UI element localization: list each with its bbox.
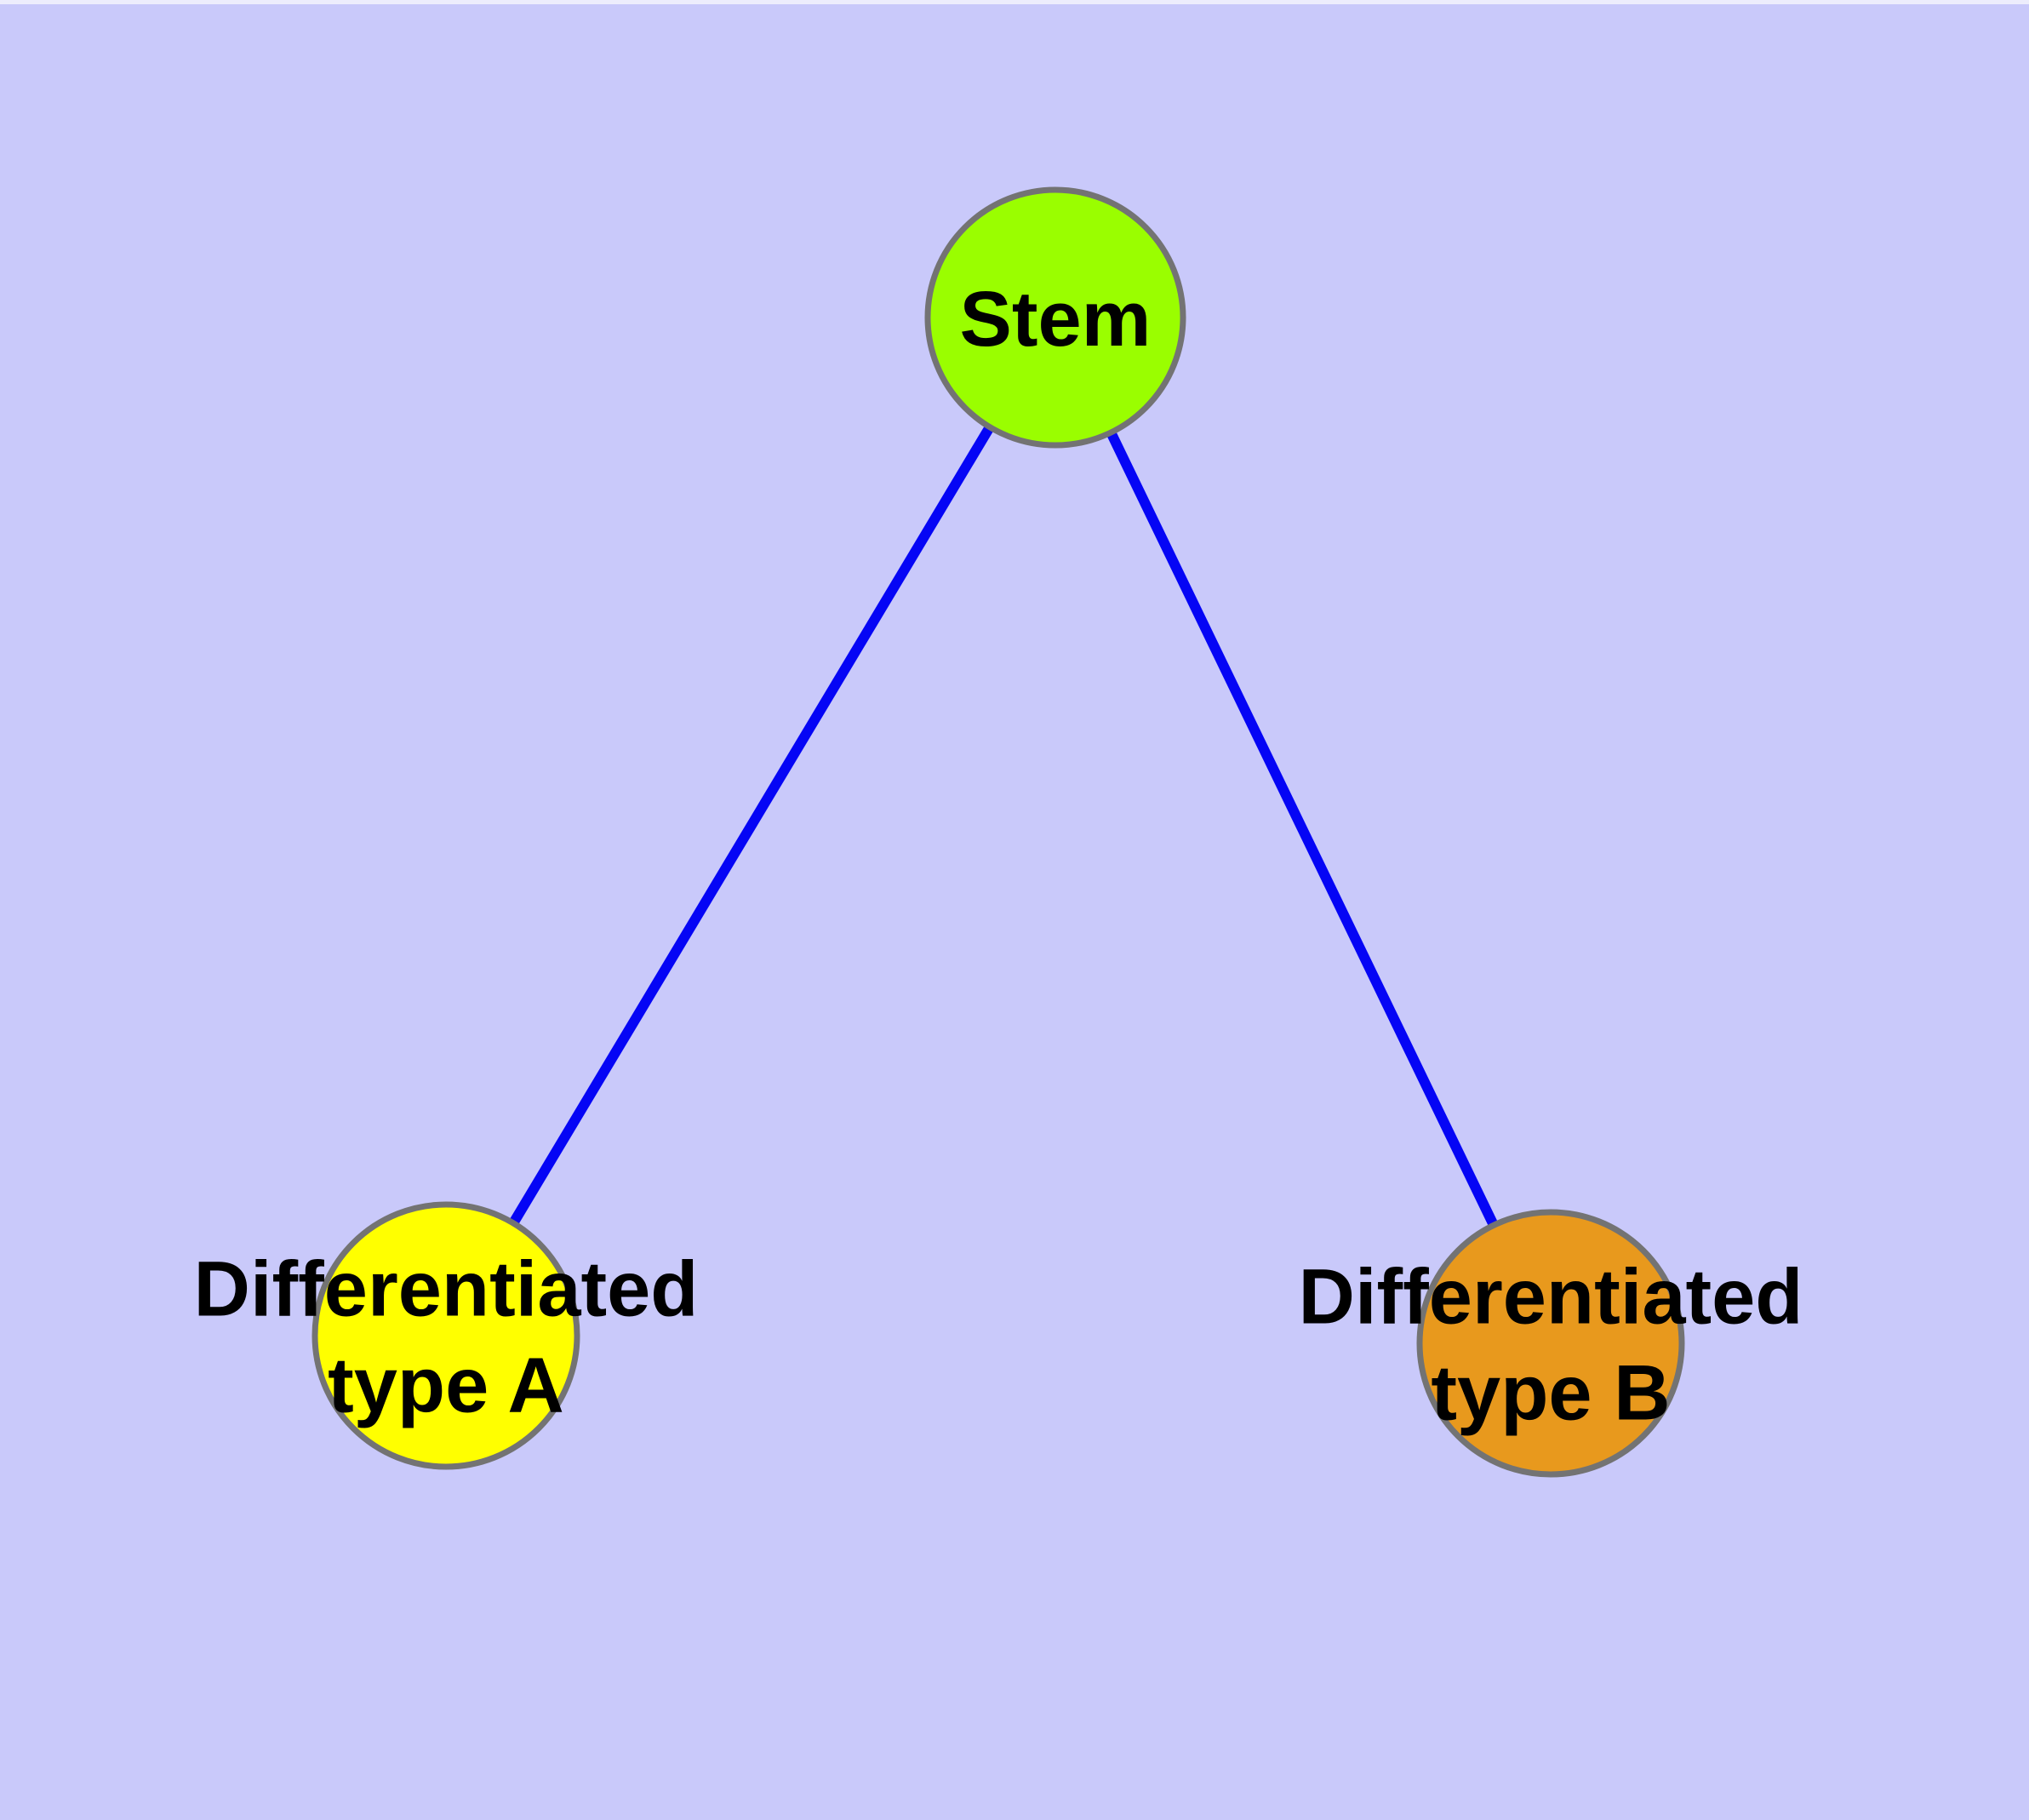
edge-stem-typeB bbox=[1106, 430, 1499, 1228]
node-typeA-circle bbox=[311, 1201, 580, 1470]
node-typeA-label-line-2: type A bbox=[328, 1342, 564, 1429]
node-typeA-label-line-1: Differentiated bbox=[194, 1246, 699, 1333]
edge-stem-typeA bbox=[508, 424, 995, 1226]
node-typeB-label: Differentiated type B bbox=[1299, 1254, 1803, 1437]
node-stem-circle bbox=[924, 186, 1186, 449]
node-stem-label-line-1: Stem bbox=[960, 276, 1152, 363]
edges-layer bbox=[508, 424, 1499, 1228]
node-typeB-label-line-2: type B bbox=[1431, 1350, 1670, 1437]
node-stem-label: Stem bbox=[960, 276, 1152, 363]
nodes-layer bbox=[311, 186, 1685, 1478]
top-edge-highlight bbox=[0, 0, 2029, 4]
node-typeA-label: Differentiated type A bbox=[194, 1246, 699, 1429]
node-typeB-circle bbox=[1416, 1209, 1685, 1478]
node-typeB-label-line-1: Differentiated bbox=[1299, 1254, 1803, 1341]
